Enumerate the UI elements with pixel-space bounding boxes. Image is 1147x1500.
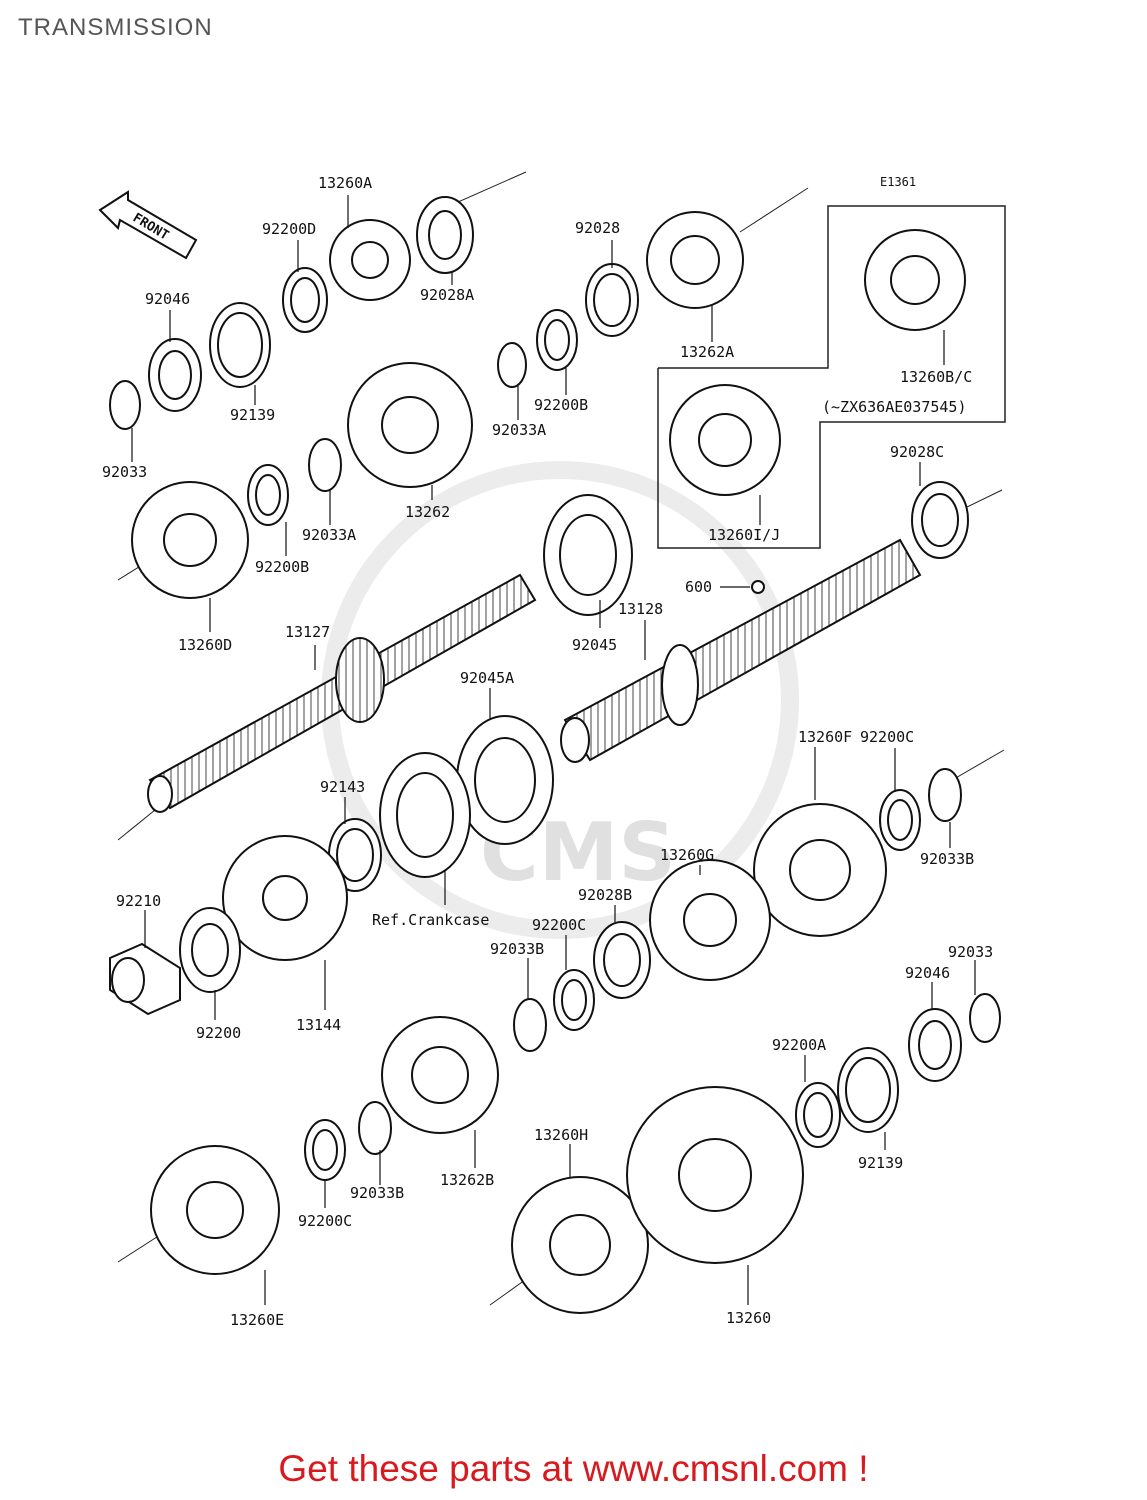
part-label: 92033B <box>920 850 974 868</box>
pin-600 <box>751 580 765 594</box>
bush-92028C <box>911 481 969 559</box>
gear-13262A <box>646 211 744 309</box>
washer-92200C-3 <box>304 1119 346 1181</box>
part-label: 13260G <box>660 846 714 864</box>
variant-box <box>657 205 1006 549</box>
parts <box>109 196 1001 1314</box>
part-label: 13260B/C <box>900 368 972 386</box>
gear-13260G <box>649 859 771 981</box>
part-label: 92046 <box>145 290 190 308</box>
part-label: 13260E <box>230 1311 284 1329</box>
bearing-92045A <box>456 715 554 845</box>
bearing-92046-bot <box>908 1008 962 1082</box>
part-label: 92200C <box>298 1212 352 1230</box>
part-label: 92200C <box>532 916 586 934</box>
circlip-92033B-3 <box>358 1101 392 1155</box>
gear-13260BC <box>864 229 966 331</box>
bearing-92046-top <box>148 338 202 412</box>
part-label: 13262 <box>405 503 450 521</box>
washer-92200C-1 <box>879 789 921 851</box>
part-label: 92028A <box>420 286 474 304</box>
part-label: 92200B <box>255 558 309 576</box>
part-label: Ref.Crankcase <box>372 911 489 929</box>
washer-92200 <box>179 907 241 993</box>
gear-13260IJ <box>669 384 781 496</box>
part-label: 13262B <box>440 1171 494 1189</box>
leader-lines <box>131 195 976 1305</box>
part-label: 92028 <box>575 219 620 237</box>
sprocket-13144 <box>222 835 348 961</box>
part-label: 92200 <box>196 1024 241 1042</box>
promo-link[interactable]: Get these parts at www.cmsnl.com ! <box>278 1448 869 1489</box>
part-label: 92200C <box>860 728 914 746</box>
part-label: 13127 <box>285 623 330 641</box>
washer-92200D <box>282 267 328 333</box>
part-label: 13260A <box>318 174 372 192</box>
part-label: 13260I/J <box>708 526 780 544</box>
part-label: 92028C <box>890 443 944 461</box>
part-label: 92143 <box>320 778 365 796</box>
washer-92200A <box>795 1082 841 1148</box>
part-label: 92033A <box>492 421 546 439</box>
part-label: 92139 <box>858 1154 903 1172</box>
page-title: TRANSMISSION <box>18 14 213 41</box>
bearing-92028B <box>593 921 651 999</box>
diagram-code: E1361 <box>880 175 916 189</box>
circlip-92033-bot <box>969 993 1001 1043</box>
bearing-92045 <box>543 494 633 616</box>
gear-13260H <box>511 1176 649 1314</box>
part-label: 13128 <box>618 600 663 618</box>
gear-13262 <box>347 362 473 488</box>
part-label: 92033 <box>102 463 147 481</box>
part-label: 92200A <box>772 1036 826 1054</box>
part-label: 13260 <box>726 1309 771 1327</box>
gear-13260D <box>131 481 249 599</box>
part-label: 92045 <box>572 636 617 654</box>
part-label: 600 <box>685 578 712 596</box>
part-labels: 13260A 92200D 92028A 92028 13262A 92046 … <box>102 174 993 1329</box>
washer-92200B-1 <box>536 309 578 371</box>
washer-92200C-2 <box>553 969 595 1031</box>
part-label: 92200D <box>262 220 316 238</box>
part-label: 13260H <box>534 1126 588 1144</box>
bearing-92028A <box>416 196 474 274</box>
circlip-92033A-2 <box>308 438 342 492</box>
part-label: 92033 <box>948 943 993 961</box>
nut-92210 <box>109 942 181 1016</box>
part-label: 13260D <box>178 636 232 654</box>
part-label: 92046 <box>905 964 950 982</box>
gear-13260 <box>626 1086 804 1264</box>
circlip-92033B-2 <box>513 998 547 1052</box>
circlip-92033-top <box>109 380 141 430</box>
front-arrow-icon: FRONT <box>98 190 198 260</box>
part-label: 92045A <box>460 669 514 687</box>
part-label: 92033A <box>302 526 356 544</box>
seal-ref-crankcase <box>379 752 471 878</box>
part-label: 92210 <box>116 892 161 910</box>
part-label: (~ZX636AE037545) <box>822 398 967 416</box>
gear-13260F <box>753 803 887 937</box>
part-label: 92028B <box>578 886 632 904</box>
gear-13260E <box>150 1145 280 1275</box>
bush-92028 <box>585 263 639 337</box>
part-label: 92139 <box>230 406 275 424</box>
gear-13262B <box>381 1016 499 1134</box>
part-label: 13260F <box>798 728 852 746</box>
input-shaft-13127 <box>147 573 537 813</box>
part-label: 92033B <box>350 1184 404 1202</box>
gear-13260A <box>329 219 411 301</box>
output-shaft-13128 <box>560 538 922 763</box>
collar-92139-bot <box>837 1047 899 1133</box>
collar-92139-top <box>209 302 271 388</box>
part-label: 92200B <box>534 396 588 414</box>
part-label: 92033B <box>490 940 544 958</box>
washer-92200B-2 <box>247 464 289 526</box>
circlip-92033A-1 <box>497 342 527 388</box>
circlip-92033B-1 <box>928 768 962 822</box>
part-label: 13144 <box>296 1016 341 1034</box>
part-label: 13262A <box>680 343 734 361</box>
